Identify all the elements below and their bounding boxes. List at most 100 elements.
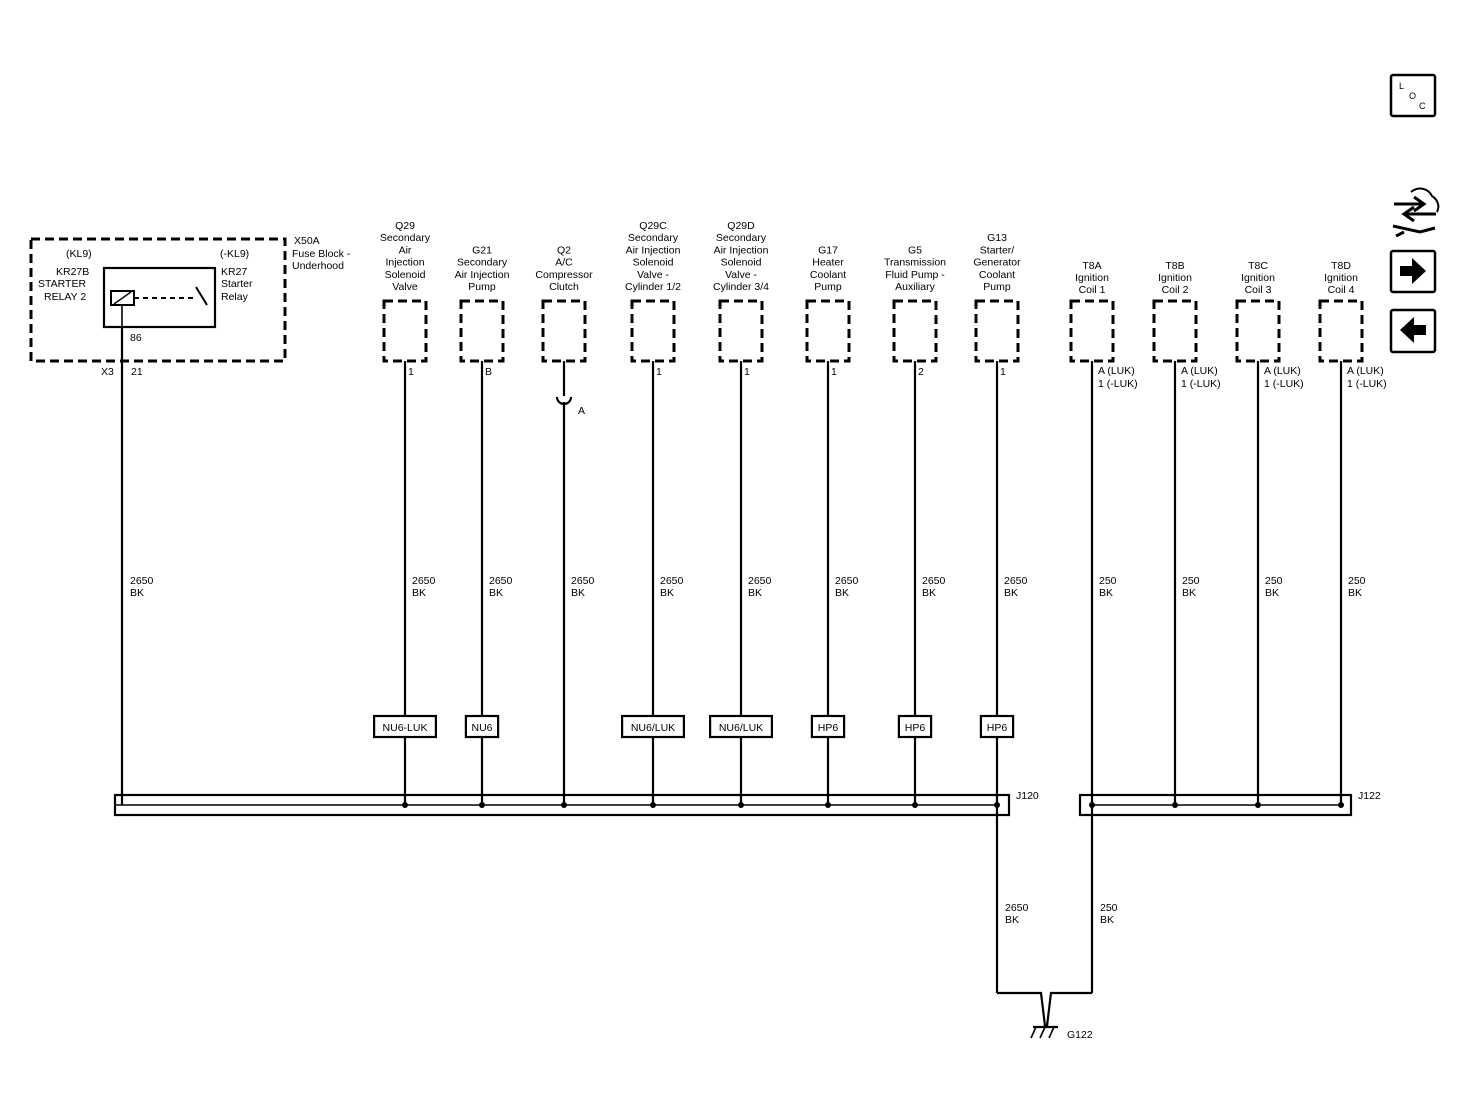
component-pin: A [578, 405, 585, 417]
service-tools-icon[interactable] [1392, 187, 1440, 238]
component-name-line: Injection [385, 257, 424, 269]
component-connector-box [630, 299, 676, 363]
component-wire-gauge: 2650 [1004, 575, 1028, 587]
component-g13: G13Starter/GeneratorCoolantPump12650BKHP… [973, 232, 1028, 808]
coil-name-line: Coil 3 [1245, 284, 1272, 296]
coil-connector-box [1069, 299, 1115, 363]
component-wire-color: BK [412, 587, 426, 599]
component-wire-gauge: 2650 [835, 575, 859, 587]
svg-text:O: O [1409, 91, 1416, 101]
coil-pin-a: A (LUK) [1181, 365, 1218, 377]
option-box [464, 714, 500, 739]
component-wire-color: BK [748, 587, 762, 599]
coil-pin-b: 1 (-LUK) [1181, 378, 1221, 390]
coil-wire-color: BK [1348, 587, 1362, 599]
fuse-block-id: X50A [294, 235, 320, 247]
relay-name-2: Relay [221, 291, 249, 303]
relay-id: KR27 [221, 266, 247, 278]
component-pin: B [485, 366, 492, 378]
coil-wire-gauge: 250 [1099, 575, 1117, 587]
ground-right-wire-gauge: 250 [1100, 902, 1118, 914]
fuse-block-name-1: Fuse Block - [292, 248, 351, 260]
component-connector-box [541, 299, 587, 363]
component-name-line: Secondary [457, 257, 508, 269]
option-box [810, 714, 846, 739]
option-label: NU6/LUK [631, 722, 675, 734]
component-name-line: Fluid Pump - [885, 269, 945, 281]
coil-id: T8A [1082, 260, 1101, 272]
component-id: G17 [818, 244, 838, 256]
previous-arrow-icon [1400, 317, 1426, 343]
component-id: Q29D [727, 220, 755, 232]
ground-left-wire-gauge: 2650 [1005, 902, 1029, 914]
component-name-line: Cylinder 3/4 [713, 281, 769, 293]
fuse-block-x50a: X50A Fuse Block - Underhood (KL9) (-KL9)… [29, 235, 351, 363]
component-connector-box [718, 299, 764, 363]
coil-pin-a: A (LUK) [1347, 365, 1384, 377]
relay2-id: KR27B [56, 266, 89, 278]
option-label: HP6 [987, 722, 1008, 734]
option-label: HP6 [818, 722, 839, 734]
component-pin: 1 [1000, 366, 1006, 378]
option-label: NU6 [471, 722, 492, 734]
option-box [979, 714, 1015, 739]
splice-j122-label: J122 [1358, 790, 1381, 802]
connector-x3-label: X3 [101, 366, 114, 378]
component-name-line: Air [399, 244, 412, 256]
components-layer: Q29SecondaryAirInjectionSolenoidValve126… [373, 220, 1028, 808]
component-name-line: Clutch [549, 281, 579, 293]
kl9-right-label: (-KL9) [220, 248, 249, 260]
coil-pin-a: A (LUK) [1098, 365, 1135, 377]
coil-wire-gauge: 250 [1182, 575, 1200, 587]
next-page-button[interactable] [1389, 249, 1437, 294]
previous-page-button[interactable] [1389, 308, 1437, 354]
coil-wire-gauge: 250 [1265, 575, 1283, 587]
component-name-line: Coolant [979, 269, 1015, 281]
option-box [708, 714, 773, 739]
component-name-line: Valve [392, 281, 418, 293]
option-box [373, 714, 438, 739]
component-id: G13 [987, 232, 1007, 244]
component-name-line: Valve - [725, 269, 757, 281]
component-name-line: Solenoid [633, 257, 674, 269]
next-arrow-icon [1400, 258, 1426, 284]
component-connector-box [892, 299, 938, 363]
component-wire-gauge: 2650 [660, 575, 684, 587]
location-button[interactable]: L O C [1389, 73, 1437, 118]
component-id: G5 [908, 244, 922, 256]
component-name-line: Heater [812, 257, 844, 269]
component-connector-box [382, 299, 428, 363]
fuse-block-name-2: Underhood [292, 260, 344, 272]
coil-name-line: Coil 4 [1328, 284, 1355, 296]
component-wire-gauge: 2650 [571, 575, 595, 587]
component-name-line: Pump [468, 281, 496, 293]
coil-name-line: Ignition [1241, 272, 1275, 284]
coil-name-line: Coil 1 [1079, 284, 1106, 296]
component-name-line: Secondary [716, 232, 767, 244]
ground-left-wire-color: BK [1005, 914, 1019, 926]
component-name-line: Valve - [637, 269, 669, 281]
component-wire-color: BK [571, 587, 585, 599]
component-pin: 2 [918, 366, 924, 378]
coil-id: T8B [1165, 260, 1184, 272]
coil-pin-b: 1 (-LUK) [1098, 378, 1138, 390]
component-wire-gauge: 2650 [922, 575, 946, 587]
component-name-line: Transmission [884, 257, 946, 269]
component-connector-box [805, 299, 851, 363]
component-name-line: Auxiliary [895, 281, 935, 293]
coil-pin-a: A (LUK) [1264, 365, 1301, 377]
component-wire-gauge: 2650 [489, 575, 513, 587]
component-name-line: Solenoid [385, 269, 426, 281]
coil-connector-box [1152, 299, 1198, 363]
option-box [897, 714, 933, 739]
option-label: NU6/LUK [719, 722, 763, 734]
coil-name-line: Ignition [1075, 272, 1109, 284]
component-name-line: Secondary [380, 232, 431, 244]
kl9-left-label: (KL9) [66, 248, 92, 260]
coil-pin-b: 1 (-LUK) [1347, 378, 1387, 390]
component-name-line: Pump [983, 281, 1011, 293]
